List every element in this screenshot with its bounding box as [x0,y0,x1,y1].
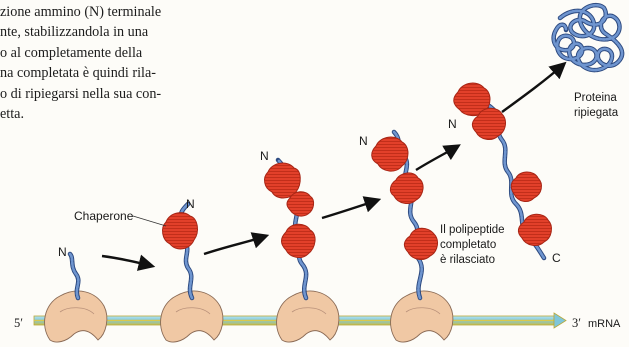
released-label-line2: completato [440,239,496,251]
folded-protein-label-line2: ripiegata [574,107,619,119]
mrna-label: mRNA [588,318,621,330]
n-terminal-label: N [359,134,368,148]
released-label-line1: Il polipeptide [440,224,505,236]
progress-arrow [204,236,266,254]
mrna-5prime-label: 5′ [14,316,23,330]
progress-arrow [502,64,564,112]
progress-arrow [322,200,378,218]
chaperone-leader-line [133,216,166,226]
mrna-3prime-label: 3′ [572,316,581,330]
chaperone-molecule [511,172,541,201]
n-terminal-label: N [260,149,269,163]
chaperone-molecule [372,137,408,171]
c-terminal-label: C [552,251,561,265]
progress-arrow [102,256,152,266]
n-terminal-label: N [58,245,67,259]
n-terminal-label: N [186,197,195,211]
folded-protein-label-line1: Proteina [574,92,617,104]
chaperone-molecule [390,173,423,204]
released-label-line3: è rilasciato [440,254,495,266]
n-terminal-label: N [448,117,457,131]
chaperone-label: Chaperone [74,209,134,223]
progress-arrow [416,146,458,170]
chaperone-molecule [163,213,198,249]
chaperone-molecule [282,224,316,257]
chaperone-molecule [404,228,437,259]
folded-protein [554,5,622,70]
ribosome [45,291,107,342]
